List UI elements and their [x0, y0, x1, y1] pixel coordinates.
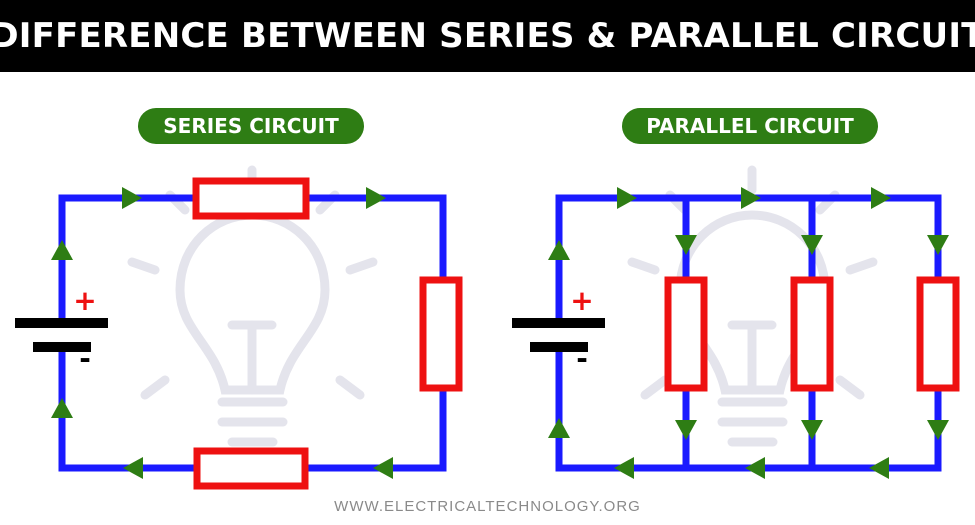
current-arrow-left-icon	[373, 457, 393, 479]
current-arrow-right-icon	[122, 187, 142, 209]
current-arrow-up-icon	[51, 398, 73, 418]
series-battery-plus: +	[73, 284, 96, 317]
current-arrow-up-icon	[548, 240, 570, 260]
parallel-circuit-label: PARALLEL CIRCUIT	[622, 108, 878, 144]
series-resistor-right	[419, 276, 463, 392]
series-battery	[15, 318, 108, 352]
current-arrow-up-icon	[548, 418, 570, 438]
current-arrow-down-icon	[675, 235, 697, 255]
current-arrow-down-icon	[927, 420, 949, 440]
current-arrow-left-icon	[123, 457, 143, 479]
current-arrow-down-icon	[927, 235, 949, 255]
website-url: WWW.ELECTRICALTECHNOLOGY.ORG	[334, 498, 641, 515]
header-bar: DIFFERENCE BETWEEN SERIES & PARALLEL CIR…	[0, 0, 975, 72]
page-title: DIFFERENCE BETWEEN SERIES & PARALLEL CIR…	[0, 16, 975, 56]
parallel-resistor-1	[664, 276, 708, 392]
parallel-battery-plus: +	[570, 284, 593, 317]
current-arrow-right-icon	[871, 187, 891, 209]
current-arrow-left-icon	[614, 457, 634, 479]
current-arrow-down-icon	[801, 420, 823, 440]
parallel-circuit: + -	[512, 187, 960, 479]
current-arrow-right-icon	[741, 187, 761, 209]
parallel-battery-minus: -	[576, 342, 588, 375]
series-resistor-bottom	[193, 447, 309, 490]
parallel-resistor-2	[790, 276, 834, 392]
parallel-resistor-3	[916, 276, 960, 392]
current-arrow-right-icon	[617, 187, 637, 209]
current-arrow-right-icon	[366, 187, 386, 209]
current-arrow-left-icon	[869, 457, 889, 479]
current-arrow-down-icon	[801, 235, 823, 255]
series-circuit: + -	[15, 177, 463, 490]
series-circuit-label: SERIES CIRCUIT	[138, 108, 364, 144]
series-resistor-top	[192, 177, 310, 220]
current-arrow-up-icon	[51, 240, 73, 260]
current-arrow-down-icon	[675, 420, 697, 440]
parallel-battery	[512, 318, 605, 352]
series-battery-minus: -	[79, 342, 91, 375]
current-arrow-left-icon	[745, 457, 765, 479]
